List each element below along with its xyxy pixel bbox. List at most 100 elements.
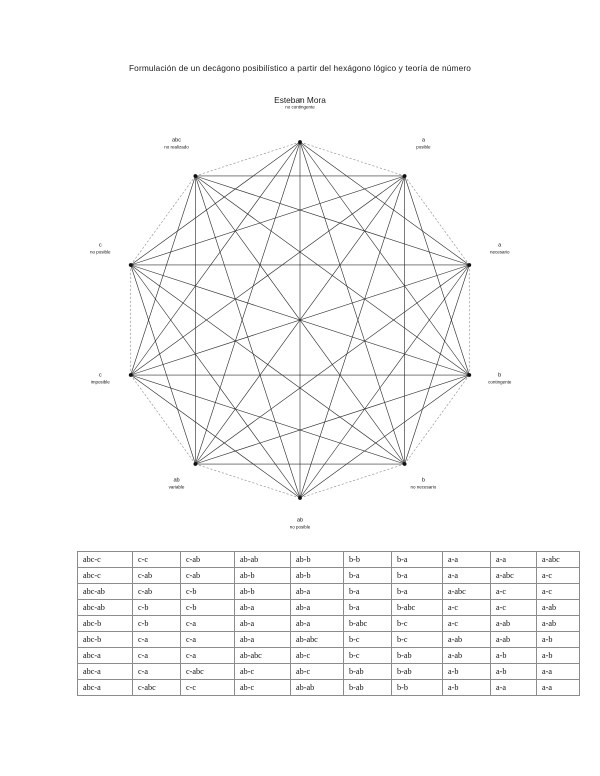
table-cell: a-b <box>490 647 537 664</box>
decagon-perimeter-edge <box>130 175 196 266</box>
decagon-perimeter-edge <box>299 463 405 499</box>
table-cell: b-abc <box>343 615 392 632</box>
decagon-chord <box>299 141 470 376</box>
decagon-chord <box>130 175 196 376</box>
table-cell: abc-b <box>77 631 133 648</box>
table-cell: c-a <box>132 647 181 664</box>
vertex-letter: a <box>298 97 302 104</box>
vertex-modality: no necesario <box>410 484 437 490</box>
decagon-chord <box>195 141 301 465</box>
table-cell: a-a <box>490 551 537 568</box>
table-cell: b-ab <box>343 679 392 696</box>
table-cell: abc-ab <box>77 599 133 616</box>
table-cell: c-a <box>180 615 235 632</box>
table-cell: c-a <box>180 631 235 648</box>
table-cell: ab-a <box>290 599 344 616</box>
vertex-modality: no posible <box>289 524 311 530</box>
decagon-vertex-point <box>298 140 302 144</box>
decagon-perimeter-edge <box>404 374 470 465</box>
table-cell: a-a <box>442 551 491 568</box>
author-name: Esteban Mora <box>274 95 326 105</box>
table-cell: ab-a <box>290 615 344 632</box>
decagon-vertex-point <box>128 373 133 377</box>
table-cell: a-abc <box>442 583 491 600</box>
table-cell: ab-a <box>290 583 344 600</box>
decagon-chord <box>195 175 470 376</box>
vertex-modality: imposible <box>90 379 110 385</box>
table-cell: abc-a <box>77 647 133 664</box>
table-cell: abc-c <box>77 551 133 568</box>
table-cell: b-ab <box>343 663 392 680</box>
decagon-chord <box>130 175 405 266</box>
table-cell: a-b <box>536 631 580 648</box>
vertex-letter: abc <box>172 137 182 144</box>
vertex-modality: posible <box>416 144 431 150</box>
vertex-modality: contingente <box>488 379 512 385</box>
vertex-modality: no realizado <box>164 144 189 150</box>
page-title: Formulación de un decágono posibilístico… <box>128 63 472 73</box>
table-cell: ab-b <box>290 567 344 584</box>
table-cell: a-ab <box>442 647 491 664</box>
vertex-modality: necesario <box>489 249 510 255</box>
table-cell: a-a <box>442 567 491 584</box>
table-cell: a-c <box>536 567 580 584</box>
decagon-chord <box>130 264 196 465</box>
decagon-perimeter-edge <box>130 374 196 465</box>
decagon-vertex-point <box>402 462 407 466</box>
table-cell: a-ab <box>490 631 537 648</box>
vertex-modality: no contingente <box>285 104 315 110</box>
table-cell: abc-a <box>77 679 133 696</box>
vertex-letter: b <box>421 477 425 484</box>
table-cell: b-b <box>391 679 443 696</box>
table-cell: abc-b <box>77 615 133 632</box>
table-cell: b-ab <box>391 647 443 664</box>
table-cell: a-ab <box>536 599 580 616</box>
decagon-chord <box>130 264 405 465</box>
table-cell: ab-c <box>290 663 344 680</box>
decagon-perimeter-edge <box>195 141 301 177</box>
table-cell: b-a <box>343 583 392 600</box>
decagon-chord <box>130 264 301 499</box>
table-cell: a-c <box>490 599 537 616</box>
table-cell: a-ab <box>536 615 580 632</box>
table-cell: c-ab <box>132 583 181 600</box>
vertex-letter: a <box>498 242 502 249</box>
table-cell: c-c <box>180 679 235 696</box>
decagon-perimeter-edge <box>404 175 470 266</box>
table-cell: a-abc <box>536 551 580 568</box>
table-cell: b-c <box>391 631 443 648</box>
decagon-chord <box>130 141 301 376</box>
table-cell: ab-c <box>290 647 344 664</box>
table-cell: ab-abc <box>234 647 291 664</box>
table-cell: ab-b <box>234 583 291 600</box>
table-cell: a-c <box>442 615 491 632</box>
decagon-vertex-point <box>467 263 472 267</box>
table-cell: a-a <box>490 679 537 696</box>
table-cell: a-ab <box>490 615 537 632</box>
table-cell: c-ab <box>132 567 181 584</box>
vertex-modality: no posible <box>90 249 111 255</box>
table-cell: a-ab <box>442 631 491 648</box>
table-cell: a-a <box>536 663 580 680</box>
table-cell: b-c <box>343 647 392 664</box>
decagon-graph <box>128 140 472 500</box>
table-cell: c-ab <box>180 551 235 568</box>
table-cell: ab-a <box>234 631 291 648</box>
table-cell: c-abc <box>132 679 181 696</box>
table-cell: c-c <box>132 551 181 568</box>
decagon-chord <box>130 374 405 465</box>
